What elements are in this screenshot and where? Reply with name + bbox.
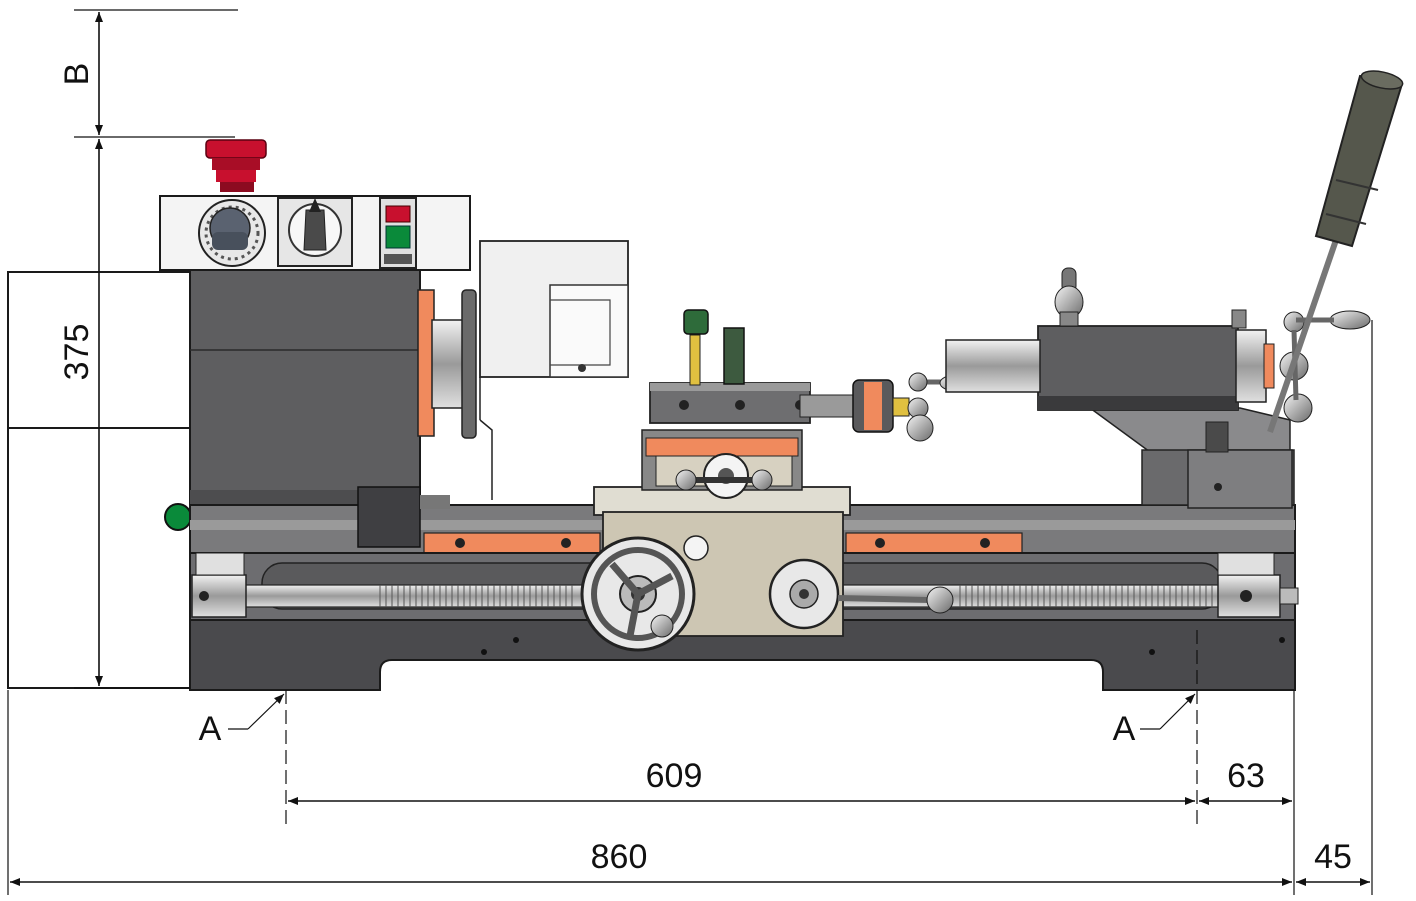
dim-label-609: 609 — [646, 757, 703, 795]
tailstock — [945, 267, 1371, 509]
carriage-handwheel — [580, 535, 709, 652]
tailstock-quill — [945, 339, 1041, 393]
dim-label-45: 45 — [1314, 838, 1352, 876]
cross-slide-handwheel — [675, 453, 773, 499]
foot-callout-left: A — [199, 710, 222, 748]
green-lever-knob — [164, 503, 192, 531]
bed-way-left — [423, 532, 601, 554]
bed-way-right — [845, 532, 1023, 554]
tool-post-clamp — [683, 309, 709, 335]
dim-label-375: 375 — [58, 324, 96, 381]
emergency-stop-button — [205, 139, 267, 192]
headstock — [189, 269, 421, 521]
speed-dial-knob — [198, 199, 266, 267]
foot-callout-right: A — [1113, 710, 1136, 748]
lathe-machine — [7, 70, 1404, 691]
selector-switch — [277, 197, 353, 267]
tailstock-lever-handle — [1267, 70, 1404, 433]
chuck-guard — [479, 240, 629, 500]
dimension-annotations: B 375 A A 609 63 860 45 — [7, 9, 1373, 895]
motor-housing — [7, 271, 194, 689]
dim-label-B: B — [58, 63, 96, 86]
chuck-plate — [461, 289, 477, 439]
bed-foot — [189, 619, 1296, 691]
feed-gearbox — [357, 486, 421, 548]
feed-engage-wheel — [768, 558, 954, 630]
dim-label-860: 860 — [591, 838, 648, 876]
start-stop-buttons — [379, 197, 417, 269]
dim-label-63: 63 — [1227, 757, 1265, 795]
